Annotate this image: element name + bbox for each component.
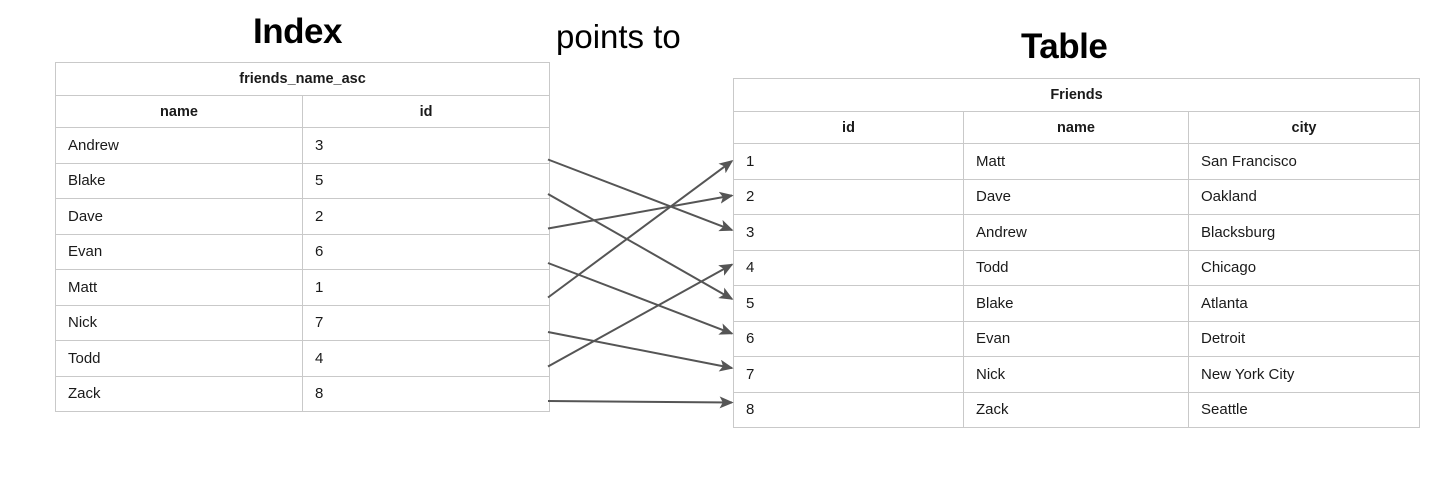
pointer-arrow-todd-to-id-4 [547,263,734,368]
index-cell-name: Zack [55,375,303,412]
index-table-title: friends_name_asc [54,62,551,96]
friends-table-title-row: Friends [732,78,1421,112]
index-cell-id: 7 [301,304,551,341]
index-cell-id: 2 [301,198,551,235]
index-cell-name: Dave [55,198,303,235]
friends-cell-city: Oakland [1187,178,1421,215]
index-cell-name: Nick [55,304,303,341]
friends-cell-city: Blacksburg [1187,214,1421,251]
friends-cell-city: New York City [1187,356,1421,393]
friends-cell-id: 5 [733,285,964,322]
friends-column-header-name: name [963,111,1189,144]
pointer-arrow-blake-to-id-5 [547,193,734,300]
index-cell-name: Matt [55,269,303,306]
index-column-header-id: id [301,95,551,128]
friends-cell-name: Andrew [963,214,1189,251]
index-cell-id: 8 [301,375,551,412]
pointer-arrow-dave-to-id-2 [547,191,734,230]
friends-cell-city: San Francisco [1187,143,1421,180]
friends-cell-id: 6 [733,320,964,357]
pointer-arrow-evan-to-id-6 [547,262,734,335]
index-cell-name: Andrew [55,127,303,164]
friends-cell-name: Nick [963,356,1189,393]
index-heading: Index [253,12,342,51]
table-heading: Table [1021,27,1108,66]
friends-cell-name: Todd [963,249,1189,286]
friends-cell-city: Atlanta [1187,285,1421,322]
pointer-arrow-matt-to-id-1 [547,160,734,299]
index-cell-id: 4 [301,340,551,377]
index-cell-name: Todd [55,340,303,377]
index-table-title-row: friends_name_asc [54,62,551,96]
index-cell-id: 3 [301,127,551,164]
friends-cell-city: Detroit [1187,320,1421,357]
index-cell-name: Evan [55,233,303,270]
friends-cell-name: Dave [963,178,1189,215]
friends-cell-name: Matt [963,143,1189,180]
friends-cell-name: Evan [963,320,1189,357]
pointer-arrow-nick-to-id-7 [547,331,734,372]
friends-cell-id: 8 [733,391,964,428]
friends-column-header-id: id [733,111,964,144]
friends-cell-id: 3 [733,214,964,251]
points-to-label: points to [556,18,681,55]
friends-table-title: Friends [732,78,1421,112]
friends-cell-name: Blake [963,285,1189,322]
index-cell-id: 1 [301,269,551,306]
index-column-header-name: name [55,95,303,128]
friends-cell-id: 7 [733,356,964,393]
friends-cell-id: 1 [733,143,964,180]
friends-column-header-city: city [1187,111,1421,144]
friends-cell-city: Chicago [1187,249,1421,286]
index-cell-id: 6 [301,233,551,270]
pointer-arrow-andrew-to-id-3 [547,158,734,232]
friends-cell-city: Seattle [1187,391,1421,428]
friends-cell-id: 2 [733,178,964,215]
pointer-arrow-zack-to-id-8 [547,396,734,409]
friends-cell-name: Zack [963,391,1189,428]
index-cell-name: Blake [55,162,303,199]
friends-cell-id: 4 [733,249,964,286]
index-cell-id: 5 [301,162,551,199]
